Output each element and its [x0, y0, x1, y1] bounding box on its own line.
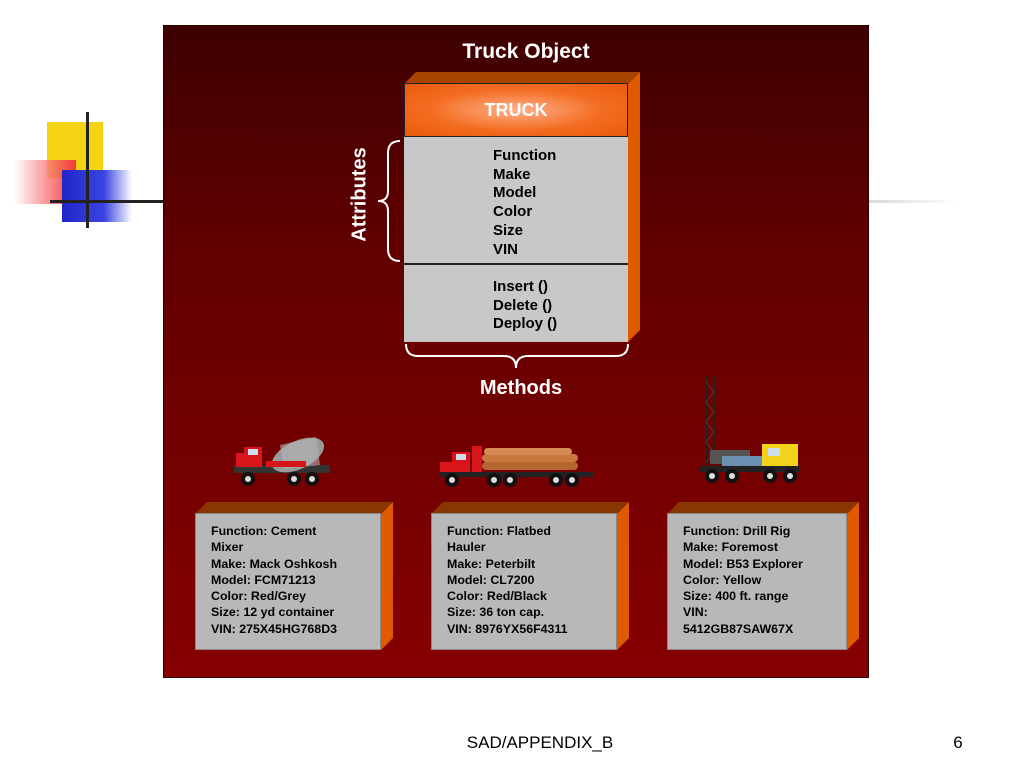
method-item: Deploy () [493, 315, 558, 333]
instance-line: Function: Flatbed [447, 524, 551, 538]
instance-line: Make: Foremost [683, 540, 779, 555]
attribute-item: VIN [493, 240, 519, 258]
attribute-item: Function [493, 147, 557, 164]
drill-rig-truck-icon [700, 376, 800, 483]
footer-text: SAD/APPENDIX_B [466, 733, 614, 752]
instance-line: Function: Cement [211, 524, 317, 538]
instance-box-side-face [617, 502, 629, 650]
attribute-item: Model [493, 184, 537, 202]
logo-blue-square [62, 170, 132, 222]
attributes-label: Attributes [348, 147, 371, 242]
instance-line: Hauler [447, 540, 486, 555]
class-box-side-face [628, 72, 640, 342]
flatbed-log-truck-icon [440, 446, 594, 487]
class-box-top-face [404, 72, 640, 84]
instance-box-top-face [195, 502, 393, 514]
attributes-brace-icon [377, 140, 401, 262]
class-box-header: TRUCK [404, 83, 628, 137]
methods-brace-icon [405, 343, 629, 369]
instance-line: Model: B53 Explorer [683, 556, 803, 571]
title-rule-line [868, 200, 960, 203]
instance-line: VIN: 8976YX56F4311 [447, 621, 568, 636]
attribute-item: Make [493, 165, 531, 183]
instance-line: 5412GB87SAW67X [683, 621, 794, 636]
instance-line: VIN: 275X45HG768D3 [211, 621, 338, 636]
method-item: Insert () [493, 278, 549, 295]
instance-box-top-face [667, 502, 859, 514]
instance-line: Color: Red/Grey [211, 589, 307, 604]
cement-mixer-truck-icon [234, 437, 330, 486]
instance-line: Size: 12 yd container [211, 605, 335, 620]
attribute-list: Function Make Model Color Size VIN [493, 147, 556, 259]
instance-box-side-face [847, 502, 859, 650]
instance-line: VIN: [683, 605, 708, 620]
class-box-divider [404, 263, 628, 265]
page-number: 6 [953, 733, 963, 752]
class-box-body [404, 137, 628, 342]
logo-vertical-line [86, 112, 89, 228]
instance-line: Make: Mack Oshkosh [211, 556, 338, 571]
method-item: Delete () [493, 296, 553, 314]
instance-line: Model: CL7200 [447, 572, 535, 587]
attribute-item: Color [493, 203, 533, 221]
instance-box-top-face [431, 502, 629, 514]
instance-line: Color: Red/Black [447, 589, 547, 604]
instance-line: Size: 36 ton cap. [447, 605, 545, 620]
instance-line: Model: FCM71213 [211, 572, 316, 587]
class-name: TRUCK [484, 99, 548, 120]
instance-line: Size: 400 ft. range [683, 589, 789, 604]
attribute-item: Size [493, 221, 524, 239]
instance-line: Mixer [211, 540, 244, 555]
instance-line: Color: Yellow [683, 572, 762, 587]
instance-card-cement-mixer: Function: Cement Mixer Make: Mack Oshkos… [195, 513, 381, 650]
methods-label: Methods [479, 377, 563, 399]
instance-line: Make: Peterbilt [447, 556, 536, 571]
instance-box-side-face [381, 502, 393, 650]
method-list: Insert () Delete () Deploy () [493, 278, 557, 334]
instance-card-flatbed-hauler: Function: Flatbed Hauler Make: Peterbilt… [431, 513, 617, 650]
instance-line: Function: Drill Rig [683, 524, 791, 538]
instance-card-drill-rig: Function: Drill Rig Make: Foremost Model… [667, 513, 847, 650]
diagram-title: Truck Object [462, 40, 590, 63]
logo-horizontal-line [50, 200, 168, 203]
